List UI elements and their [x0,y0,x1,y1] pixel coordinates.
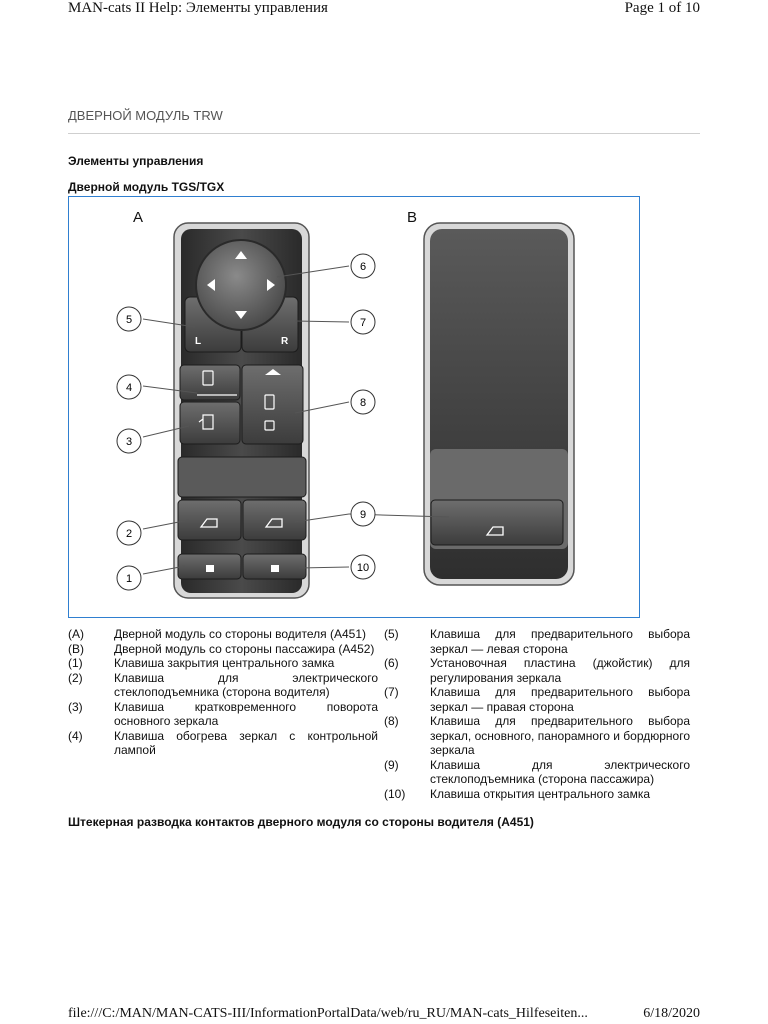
callout-2 [116,520,142,546]
legend-item: (4) Клавиша обогрева зеркал с контрольной… [68,729,378,758]
callout-8-label: 8 [360,397,366,409]
label-b: B [407,209,417,226]
legend-text: Установочная пластина (джойстик) для рег… [430,656,690,685]
callout-10 [350,554,376,580]
callout-7-label: 7 [360,317,366,329]
legend-item: (1) Клавиша закрытия центрального замка [68,656,378,671]
legend-item: (10) Клавиша открытия центрального замка [384,787,690,802]
button-l-label: L [195,336,201,347]
lock-icon [271,565,279,572]
callout-2-label: 2 [126,528,132,540]
legend-number: (2) [68,670,83,685]
legend-item: (2) Клавиша для электрического стеклоподъ… [68,671,378,700]
legend-number: (6) [384,656,399,670]
legend-item: (7) Клавиша для предварительного выбора з… [384,685,690,714]
driver-window-left-button[interactable] [177,499,242,541]
mirror-type-icon [265,369,281,375]
legend-number: (7) [384,685,399,699]
legend-right: (5) Клавиша для предварительного выбора з… [384,627,690,801]
mirror-heating-icon [202,370,214,386]
window-icon [485,526,504,536]
callout-5 [116,306,142,332]
legend-item: (9) Клавиша для электрического стеклоподъ… [384,758,690,787]
subheading: Дверной модуль TGS/TGX [68,180,225,194]
legend-item: (8) Клавиша для предварительного выбора з… [384,714,690,758]
heading: Элементы управления [68,154,204,168]
legend-number: (A) [68,627,84,641]
legend-text: Клавиша для электрического стеклоподъемн… [114,670,378,700]
lock-icon [206,565,214,572]
callout-10-label: 10 [357,562,369,574]
legend-item: (5) Клавиша для предварительного выбора з… [384,627,690,656]
legend-text: Клавиша открытия центрального замка [430,786,651,801]
figure-frame: A B L R [68,196,640,618]
callout-1 [116,565,142,591]
passenger-window-button[interactable] [430,499,564,546]
callout-4-label: 4 [126,382,132,394]
legend-text: Клавиша закрытия центрального замка [114,656,335,670]
legend-item: (3) Клавиша кратковременного поворота осн… [68,700,378,729]
legend-text: Клавиша обогрева зеркал с контрольной ла… [114,728,378,758]
legend-text: Клавиша для предварительного выбора зерк… [430,714,690,757]
driver-window-right-button[interactable] [242,499,307,541]
legend-text: Клавиша для предварительного выбора зерк… [430,627,690,656]
legend-number: (5) [384,627,399,641]
callout-1-label: 1 [126,573,132,585]
callout-9 [350,501,376,527]
legend-item: (A) Дверной модуль со стороны водителя (A… [68,627,378,642]
legend-number: (B) [68,641,84,656]
legend-text: Клавиша для предварительного выбора зерк… [430,685,690,714]
door-module-figure: A B L R [116,209,575,599]
callout-8 [350,389,376,415]
mirror-joystick[interactable] [195,239,287,331]
arrow-up-icon [235,251,247,259]
print-header-title: MAN-cats II Help: Элементы управления [68,0,328,16]
legend-text: Клавиша для электрического стеклоподъемн… [430,757,690,787]
callout-5-label: 5 [126,314,132,326]
label-a: A [133,209,143,226]
pinout-heading: Штекерная разводка контактов дверного мо… [68,815,534,829]
legend-item: (6) Установочная пластина (джойстик) для … [384,656,690,685]
legend-text: Дверной модуль со стороны водителя (A451… [114,627,366,641]
divider [68,133,700,134]
callout-6 [350,253,376,279]
callout-3 [116,428,142,454]
callout-4 [116,374,142,400]
legend-text: Клавиша кратковременного поворота основн… [114,699,378,729]
legend-number: (1) [68,656,83,670]
driver-door-module: L R [173,222,310,599]
arrow-left-icon [207,279,215,291]
callout-9-label: 9 [360,509,366,521]
button-r-label: R [281,336,289,347]
mirror-heating-button[interactable] [179,364,241,401]
print-header-page: Page 1 of 10 [624,0,700,16]
callout-3-label: 3 [126,436,132,448]
legend-left: (A) Дверной модуль со стороны водителя (A… [68,627,378,758]
print-footer-date: 6/18/2020 [643,1006,700,1021]
print-footer-url: file:///C:/MAN/MAN-CATS-III/InformationP… [68,1006,588,1021]
window-icon [264,518,283,528]
legend-number: (3) [68,699,83,714]
legend-text: Дверной модуль со стороны пассажира (A45… [114,641,375,656]
arrow-down-icon [235,311,247,319]
legend-item: (B) Дверной модуль со стороны пассажира (… [68,642,378,657]
legend-number: (8) [384,714,399,728]
callout-7 [350,309,376,335]
callout-6-label: 6 [360,261,366,273]
mirror-fold-icon [198,414,214,430]
legend-number: (4) [68,728,83,743]
legend-number: (10) [384,786,406,801]
passenger-door-module [423,222,575,586]
section-title: ДВЕРНОЙ МОДУЛЬ TRW [68,108,223,123]
main-mirror-fold-button[interactable] [179,401,241,445]
arrow-right-icon [267,279,275,291]
legend-number: (9) [384,757,399,772]
mirror-type-select-button[interactable] [241,364,304,445]
window-icon [199,518,218,528]
